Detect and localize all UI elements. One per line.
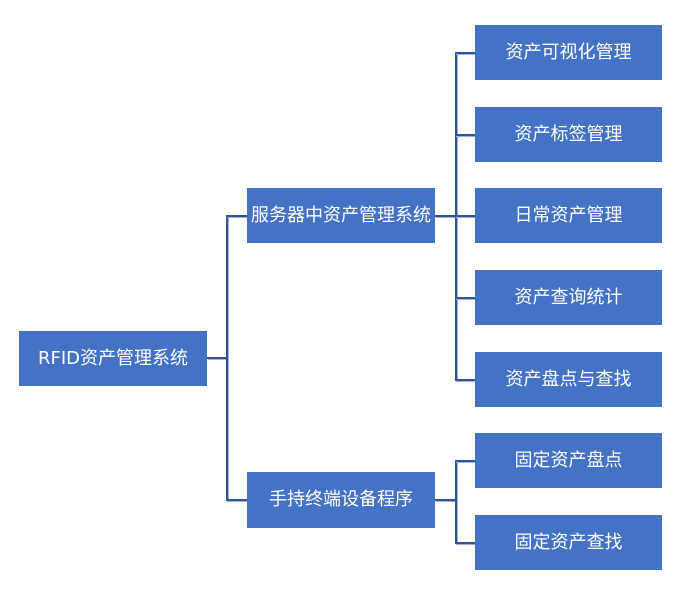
leaf-node: 日常资产管理 bbox=[475, 188, 662, 243]
leaf-node: 资产查询统计 bbox=[475, 270, 662, 325]
connector bbox=[226, 215, 247, 217]
connector bbox=[455, 52, 475, 54]
connector bbox=[226, 215, 228, 501]
connector bbox=[455, 134, 475, 136]
leaf-node: 资产可视化管理 bbox=[475, 25, 662, 80]
connector bbox=[226, 499, 247, 501]
leaf-node: 资产盘点与查找 bbox=[475, 352, 662, 407]
leaf-node: 固定资产盘点 bbox=[475, 433, 662, 488]
connector bbox=[455, 215, 475, 217]
leaf-node: 资产标签管理 bbox=[475, 107, 662, 162]
connector bbox=[455, 460, 475, 462]
root-node: RFID资产管理系统 bbox=[19, 331, 207, 386]
connector bbox=[455, 542, 475, 544]
connector bbox=[435, 499, 455, 501]
branch-node-handheld: 手持终端设备程序 bbox=[247, 472, 435, 528]
connector bbox=[455, 297, 475, 299]
connector bbox=[435, 215, 455, 217]
connector bbox=[455, 379, 475, 381]
connector bbox=[207, 357, 227, 359]
leaf-node: 固定资产查找 bbox=[475, 515, 662, 570]
branch-node-server: 服务器中资产管理系统 bbox=[247, 188, 435, 243]
connector bbox=[455, 460, 457, 543]
